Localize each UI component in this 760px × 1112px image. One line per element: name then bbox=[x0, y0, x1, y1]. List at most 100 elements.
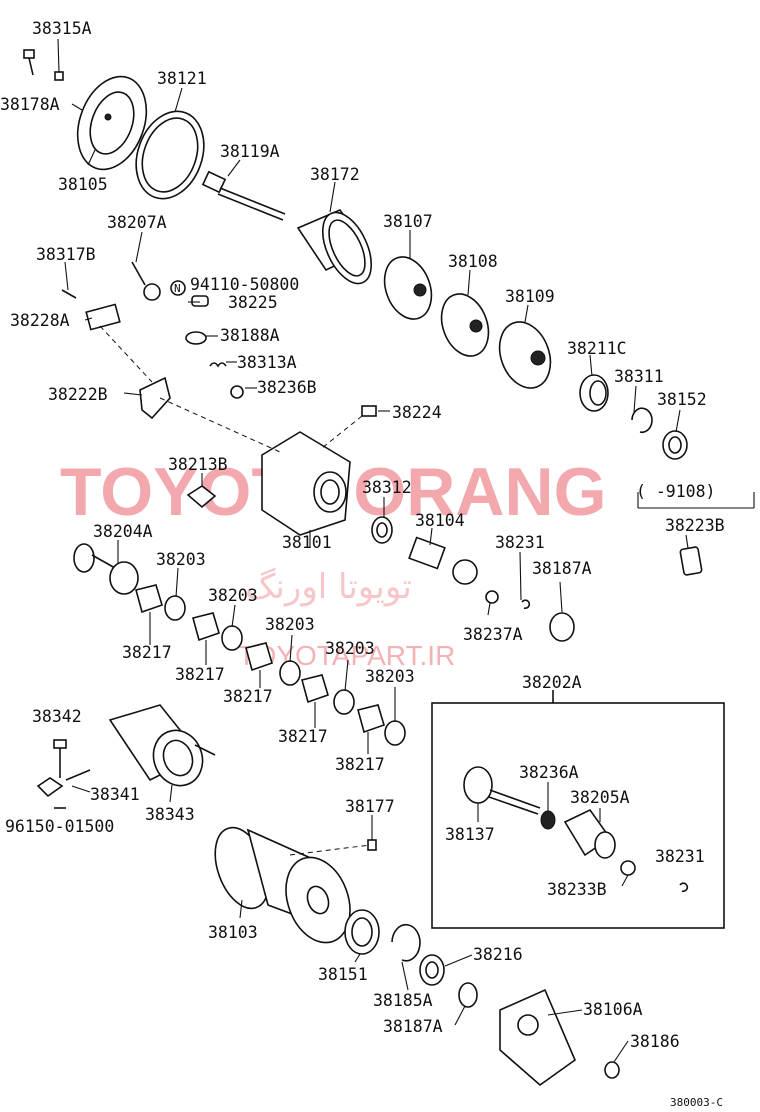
label-38311: 38311 bbox=[614, 367, 664, 386]
label-38107: 38107 bbox=[383, 212, 433, 231]
label-38187A-b: 38187A bbox=[383, 1017, 443, 1036]
snap-ring-38311 bbox=[631, 407, 653, 434]
washer-38236B bbox=[230, 385, 244, 399]
watermark-persian: تویوتا اورنگ bbox=[245, 567, 412, 607]
label-38172: 38172 bbox=[310, 165, 360, 184]
drawing-code: 380003-C bbox=[670, 1096, 723, 1109]
label-9108: ( -9108) bbox=[636, 482, 715, 501]
label-38223B: 38223B bbox=[665, 516, 725, 535]
label-38108: 38108 bbox=[448, 252, 498, 271]
label-38228A: 38228A bbox=[10, 311, 70, 330]
ring-gear-38172 bbox=[296, 209, 373, 285]
gear-38104 bbox=[408, 536, 478, 585]
clip-38231 bbox=[521, 599, 531, 610]
label-38217-d: 38217 bbox=[278, 727, 328, 746]
label-38109: 38109 bbox=[505, 287, 555, 306]
label-38151: 38151 bbox=[318, 965, 368, 984]
sensor-38223B bbox=[679, 546, 703, 576]
shims-38217-38203 bbox=[135, 584, 406, 746]
washer-38233B bbox=[620, 860, 636, 876]
spring-38313A bbox=[209, 362, 227, 368]
label-38187A: 38187A bbox=[532, 559, 592, 578]
bracket-38106A bbox=[499, 988, 576, 1087]
label-38207A: 38207A bbox=[107, 213, 167, 232]
label-38137: 38137 bbox=[445, 825, 495, 844]
washer-38312 bbox=[371, 516, 393, 544]
washer-38152 bbox=[662, 430, 688, 460]
label-38236B: 38236B bbox=[257, 378, 317, 397]
label-38185A: 38185A bbox=[373, 991, 433, 1010]
label-38205A: 38205A bbox=[570, 788, 630, 807]
label-38106A: 38106A bbox=[583, 1000, 643, 1019]
pin-38315A bbox=[54, 71, 64, 81]
label-38225: 38225 bbox=[228, 293, 278, 312]
label-38224: 38224 bbox=[392, 403, 442, 422]
label-38202A: 38202A bbox=[522, 673, 582, 692]
label-38341: 38341 bbox=[90, 785, 140, 804]
coil-38343 bbox=[108, 704, 216, 787]
label-38231: 38231 bbox=[495, 533, 545, 552]
label-38105: 38105 bbox=[58, 175, 108, 194]
label-38237A: 38237A bbox=[463, 625, 523, 644]
watermark-site: TOYOTAPART.IR bbox=[238, 640, 455, 671]
gasket-38121 bbox=[135, 110, 205, 200]
label-38186: 38186 bbox=[630, 1032, 680, 1051]
label-96150-01500: 96150-01500 bbox=[5, 817, 114, 836]
bolt-38342 bbox=[53, 739, 67, 778]
label-38203-c: 38203 bbox=[265, 615, 315, 634]
label-38217-e: 38217 bbox=[335, 755, 385, 774]
label-38213B: 38213B bbox=[168, 455, 228, 474]
o-ring-38187A-b bbox=[458, 982, 478, 1008]
label-38313A: 38313A bbox=[237, 353, 297, 372]
bearing-38216 bbox=[419, 954, 445, 986]
label-38103: 38103 bbox=[208, 923, 258, 942]
bolt-38224 bbox=[361, 405, 377, 417]
label-38217-a: 38217 bbox=[122, 643, 172, 662]
label-38317B: 38317B bbox=[36, 245, 96, 264]
carrier-38107 bbox=[383, 256, 433, 320]
shaft-38137 bbox=[463, 766, 541, 815]
fork-38222B bbox=[139, 376, 171, 420]
label-38203-e: 38203 bbox=[365, 667, 415, 686]
label-38222B: 38222B bbox=[48, 385, 108, 404]
label-38315A: 38315A bbox=[32, 19, 92, 38]
guide-lines bbox=[99, 325, 371, 856]
label-38343: 38343 bbox=[145, 805, 195, 824]
label-38203-d: 38203 bbox=[325, 639, 375, 658]
label-38152: 38152 bbox=[657, 390, 707, 409]
ring-38237A bbox=[485, 590, 499, 604]
assembly-box-38202A bbox=[431, 702, 725, 929]
label-38312: 38312 bbox=[362, 478, 412, 497]
shaft-38119A bbox=[201, 170, 286, 221]
label-38119A: 38119A bbox=[220, 142, 280, 161]
label-38101: 38101 bbox=[282, 533, 332, 552]
gear-38205A bbox=[563, 808, 616, 859]
label-38216: 38216 bbox=[473, 945, 523, 964]
o-ring-38188A bbox=[185, 331, 207, 345]
label-94110-50800: 94110-50800 bbox=[190, 275, 299, 294]
label-38177: 38177 bbox=[345, 797, 395, 816]
label-38231-b: 38231 bbox=[655, 847, 705, 866]
seal-38204A bbox=[73, 543, 139, 595]
svg-text:N: N bbox=[174, 282, 181, 295]
lever-38207A bbox=[131, 261, 161, 301]
screw-38177 bbox=[367, 839, 377, 851]
label-38204A: 38204A bbox=[93, 522, 153, 541]
label-38104: 38104 bbox=[415, 511, 465, 530]
pin-38317B bbox=[61, 289, 77, 299]
plug-38225 bbox=[191, 295, 209, 307]
label-38188A: 38188A bbox=[220, 326, 280, 345]
plate-38213B bbox=[186, 485, 217, 509]
label-38217-c: 38217 bbox=[223, 687, 273, 706]
washer-38151 bbox=[344, 909, 380, 955]
snap-ring-38185A bbox=[391, 923, 421, 962]
housing-38103 bbox=[214, 826, 351, 944]
screw-38178A bbox=[23, 49, 35, 76]
case-38101 bbox=[261, 431, 351, 536]
part-labels: 38315A 38178A 38121 38105 38119A 38172 3… bbox=[0, 19, 725, 1109]
bearing-38211C bbox=[579, 374, 609, 412]
label-38236A: 38236A bbox=[519, 763, 579, 782]
label-38203-b: 38203 bbox=[208, 586, 258, 605]
